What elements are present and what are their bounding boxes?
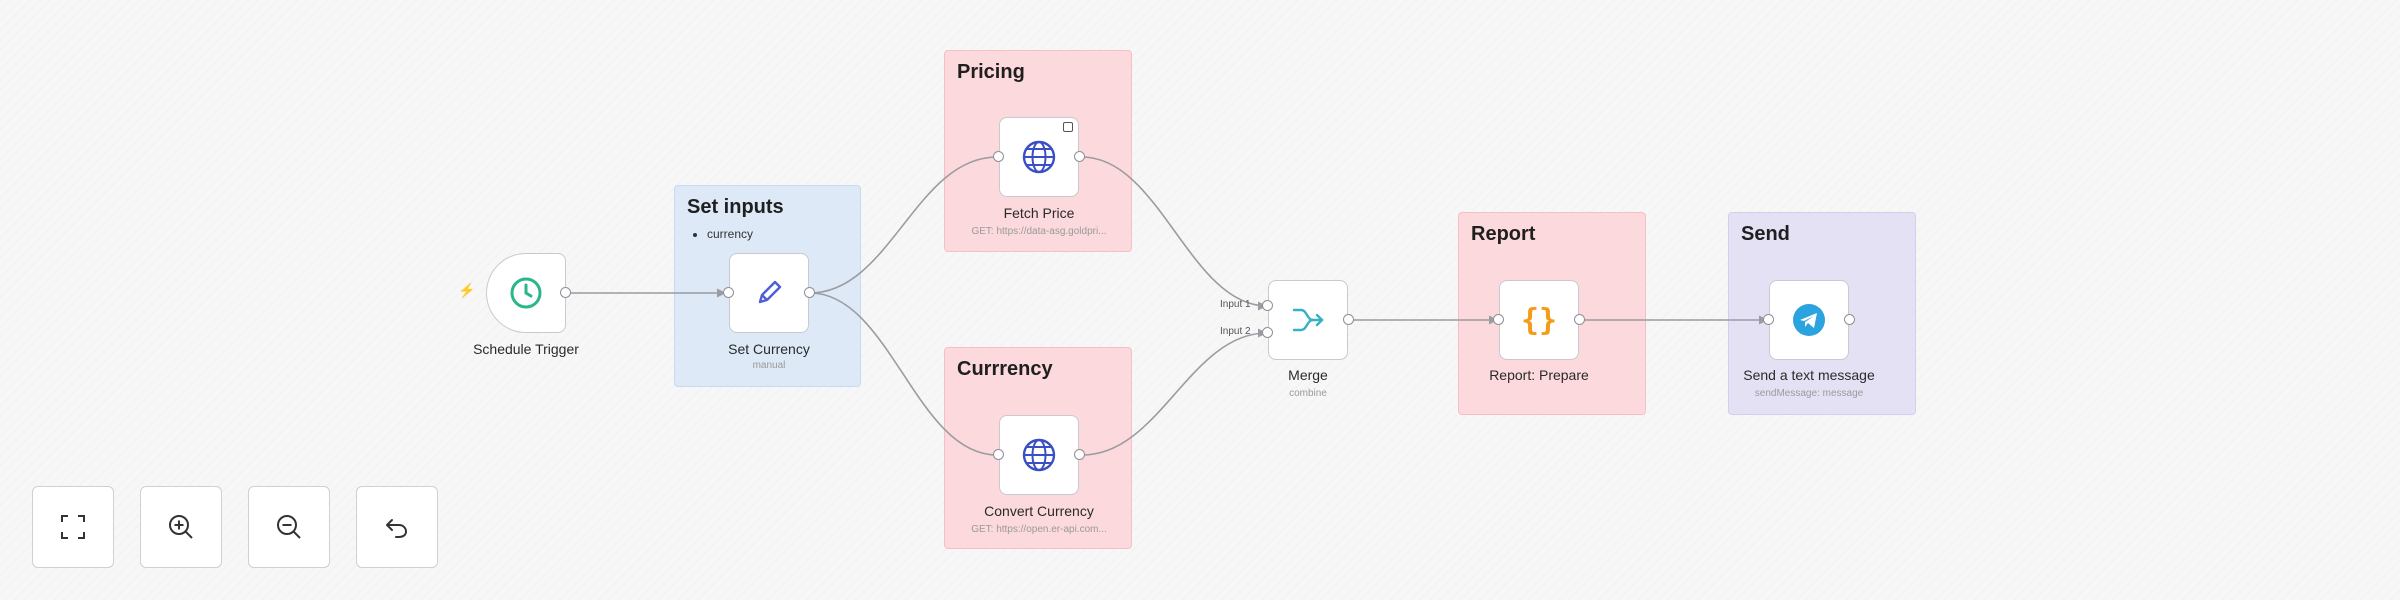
- input-handle[interactable]: [1262, 300, 1273, 311]
- node-send-message[interactable]: [1769, 280, 1849, 360]
- node-subtitle: GET: https://data-asg.goldpri...: [971, 226, 1107, 237]
- output-handle[interactable]: [560, 287, 571, 298]
- globe-icon: [1022, 140, 1056, 174]
- node-subtitle: sendMessage: message: [1754, 388, 1864, 399]
- input-handle[interactable]: [1493, 314, 1504, 325]
- undo-icon: [386, 519, 407, 538]
- node-label: Set Currency: [728, 341, 810, 357]
- pencil-icon: [758, 280, 782, 304]
- merge-input-label: Input 1: [1220, 299, 1251, 310]
- node-label: Convert Currency: [984, 503, 1094, 519]
- node-subtitle: combine: [1289, 388, 1327, 399]
- input-handle[interactable]: [1262, 327, 1273, 338]
- node-label: Fetch Price: [1003, 205, 1075, 221]
- output-handle[interactable]: [1074, 151, 1085, 162]
- output-handle[interactable]: [1343, 314, 1354, 325]
- merge-icon: [1292, 308, 1324, 332]
- node-subtitle: manual: [752, 360, 786, 371]
- input-handle[interactable]: [1763, 314, 1774, 325]
- node-label: Schedule Trigger: [473, 341, 579, 357]
- pinned-badge-icon: [1063, 122, 1073, 132]
- sticky-list-item: currency: [707, 227, 848, 241]
- sticky-report-title: Report: [1471, 223, 1536, 245]
- output-handle[interactable]: [1844, 314, 1855, 325]
- node-label: Report: Prepare: [1489, 367, 1589, 383]
- merge-input-label: Input 2: [1220, 326, 1251, 337]
- node-convert-currency[interactable]: [999, 415, 1079, 495]
- node-subtitle: GET: https://open.er-api.com...: [971, 524, 1107, 535]
- zoom-in-button[interactable]: [140, 486, 222, 568]
- clock-icon: [510, 277, 542, 309]
- input-handle[interactable]: [993, 449, 1004, 460]
- node-report-prepare[interactable]: {}: [1499, 280, 1579, 360]
- sticky-currency-title: Currrency: [957, 358, 1053, 380]
- node-label: Merge: [1288, 367, 1328, 383]
- zoom-out-icon: [277, 515, 301, 539]
- sticky-set-inputs-list: currency: [687, 227, 848, 241]
- input-handle[interactable]: [993, 151, 1004, 162]
- trigger-bolt-icon: ⚡: [458, 282, 476, 298]
- output-handle[interactable]: [804, 287, 815, 298]
- undo-button[interactable]: [356, 486, 438, 568]
- fullscreen-icon: [61, 515, 85, 539]
- node-schedule-trigger[interactable]: [486, 253, 566, 333]
- node-merge[interactable]: [1268, 280, 1348, 360]
- output-handle[interactable]: [1574, 314, 1585, 325]
- node-label: Send a text message: [1743, 367, 1875, 383]
- input-handle[interactable]: [723, 287, 734, 298]
- node-set-currency[interactable]: [729, 253, 809, 333]
- sticky-set-inputs-title: Set inputs: [687, 196, 784, 218]
- globe-icon: [1022, 438, 1056, 472]
- zoom-out-button[interactable]: [248, 486, 330, 568]
- telegram-icon: [1793, 304, 1825, 336]
- sticky-pricing-title: Pricing: [957, 61, 1025, 83]
- node-fetch-price[interactable]: [999, 117, 1079, 197]
- braces-icon: {}: [1520, 302, 1558, 338]
- fit-view-button[interactable]: [32, 486, 114, 568]
- output-handle[interactable]: [1074, 449, 1085, 460]
- sticky-send-title: Send: [1741, 223, 1790, 245]
- zoom-in-icon: [169, 515, 193, 539]
